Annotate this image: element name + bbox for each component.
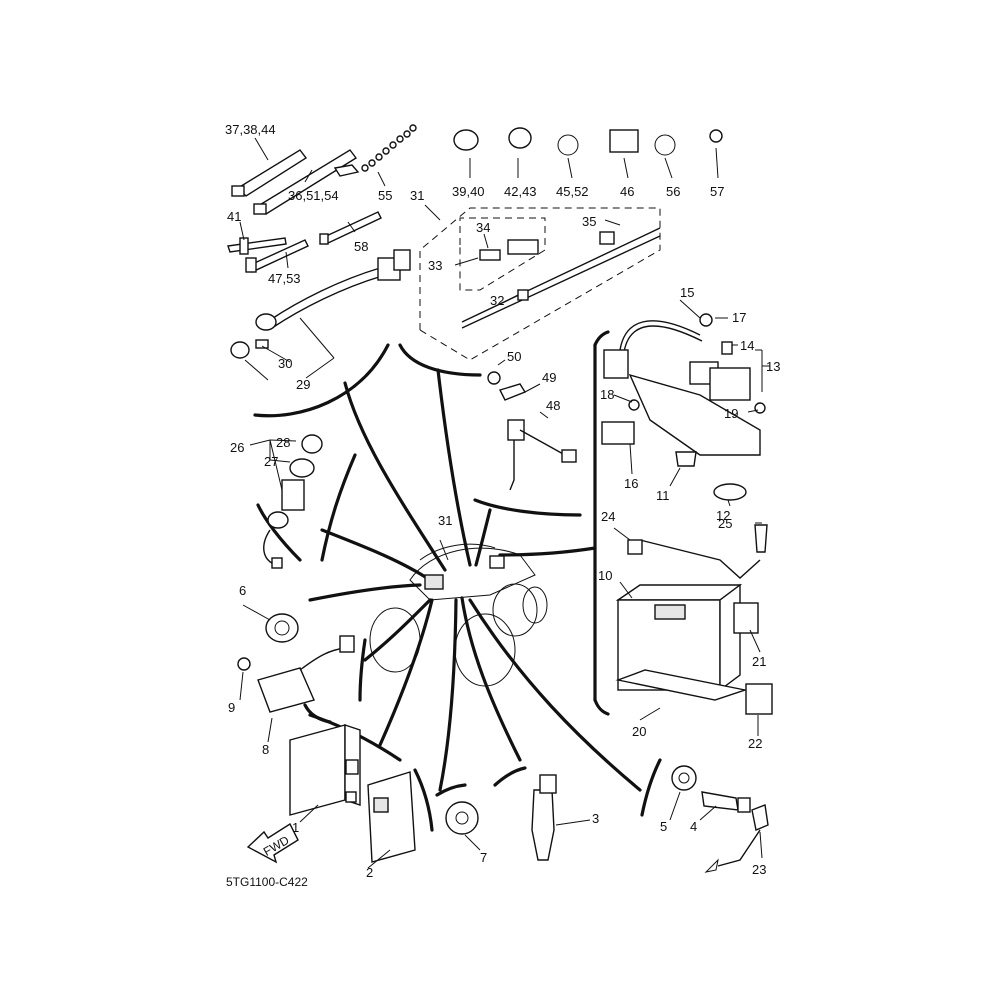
callout-16: 16 xyxy=(624,476,638,491)
callout-37-38-44: 37,38,44 xyxy=(225,122,276,137)
callout-1: 1 xyxy=(292,820,299,835)
callout-22: 22 xyxy=(748,736,762,751)
clamps-group xyxy=(453,127,723,179)
callout-3: 3 xyxy=(592,811,599,826)
callout-47-53: 47,53 xyxy=(268,271,301,286)
callout-4: 4 xyxy=(690,819,697,834)
callout-29: 29 xyxy=(296,377,310,392)
callout-12: 12 xyxy=(716,508,730,523)
callout-17: 17 xyxy=(732,310,746,325)
callout-labels: 37,38,44 36,51,54 55 41 47,53 58 39,40 4… xyxy=(225,122,780,880)
callout-33: 33 xyxy=(428,258,442,273)
callout-32: 32 xyxy=(490,293,504,308)
callout-34: 34 xyxy=(476,220,490,235)
callout-6: 6 xyxy=(239,583,246,598)
wire-harness-31 xyxy=(419,204,661,361)
battery-group xyxy=(613,522,773,736)
callout-30: 30 xyxy=(278,356,292,371)
callout-18: 18 xyxy=(600,387,614,402)
callout-27: 27 xyxy=(264,454,278,469)
atv-outline xyxy=(369,539,548,687)
callout-57: 57 xyxy=(710,184,724,199)
lower-right-parts xyxy=(669,765,769,873)
callout-24: 24 xyxy=(601,509,615,524)
callout-15: 15 xyxy=(680,285,694,300)
fwd-arrow-icon xyxy=(246,822,299,864)
callout-11: 11 xyxy=(656,488,670,503)
relay-bracket-group xyxy=(601,299,770,507)
callout-2: 2 xyxy=(366,865,373,880)
callout-35: 35 xyxy=(582,214,596,229)
callout-23: 23 xyxy=(752,862,766,877)
switch-group xyxy=(249,434,323,569)
callout-46: 46 xyxy=(620,184,634,199)
callout-13: 13 xyxy=(766,359,780,374)
callout-31-harness: 31 xyxy=(410,188,424,203)
drawing-code: 5TG1100-C422 xyxy=(226,875,308,889)
callout-21: 21 xyxy=(752,654,766,669)
callout-5: 5 xyxy=(660,819,667,834)
callout-39-40: 39,40 xyxy=(452,184,485,199)
callout-14: 14 xyxy=(740,338,754,353)
callout-48: 48 xyxy=(546,398,560,413)
callout-7: 7 xyxy=(480,850,487,865)
callout-31-center: 31 xyxy=(438,513,452,528)
callout-41: 41 xyxy=(227,209,241,224)
callout-20: 20 xyxy=(632,724,646,739)
callout-56: 56 xyxy=(666,184,680,199)
callout-42-43: 42,43 xyxy=(504,184,537,199)
callout-19: 19 xyxy=(724,406,738,421)
callout-55: 55 xyxy=(378,188,392,203)
callout-36-51-54: 36,51,54 xyxy=(288,188,339,203)
beaded-strap-55 xyxy=(361,124,417,172)
sub-harness-29 xyxy=(230,249,411,381)
callout-8: 8 xyxy=(262,742,269,757)
cable-ties-group xyxy=(227,124,417,273)
callout-10: 10 xyxy=(598,568,612,583)
lower-left-parts xyxy=(237,604,591,869)
speed-sensor-group xyxy=(487,359,577,491)
callout-28: 28 xyxy=(276,435,290,450)
reference-lines xyxy=(253,330,662,832)
callout-49: 49 xyxy=(542,370,556,385)
callout-26: 26 xyxy=(230,440,244,455)
callout-25: 25 xyxy=(718,516,732,531)
callout-50: 50 xyxy=(507,349,521,364)
callout-45-52: 45,52 xyxy=(556,184,589,199)
callout-9: 9 xyxy=(228,700,235,715)
callout-58: 58 xyxy=(354,239,368,254)
